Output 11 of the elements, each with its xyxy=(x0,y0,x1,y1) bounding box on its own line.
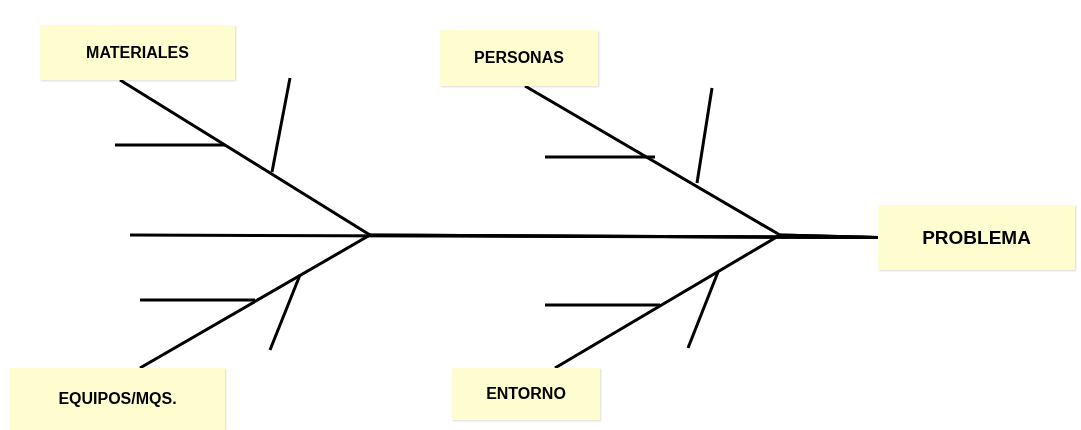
category-box xyxy=(878,205,1075,270)
category-label: PROBLEMA xyxy=(922,226,1031,249)
category-box xyxy=(440,30,598,86)
category-label: EQUIPOS/MQS. xyxy=(58,390,177,408)
category-label: ENTORNO xyxy=(486,385,566,403)
fishbone-bone-line xyxy=(554,233,879,370)
category-box xyxy=(452,368,600,420)
category-label: PERSONAS xyxy=(474,49,564,67)
category-box xyxy=(40,25,235,80)
category-box xyxy=(10,368,225,430)
category-label: MATERIALES xyxy=(86,43,189,62)
